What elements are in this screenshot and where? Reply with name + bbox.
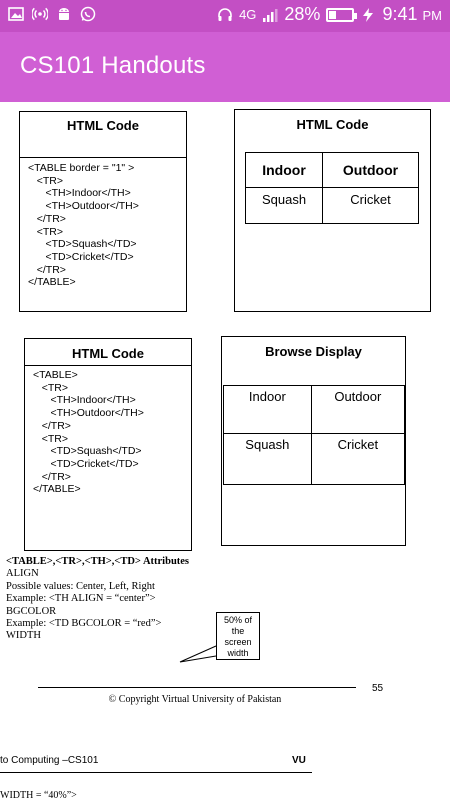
attribute-line: WIDTH xyxy=(6,630,41,642)
code-listing: <TABLE> <TR> <TH>Indoor</TH> <TH>Outdoor… xyxy=(33,369,144,496)
table-header-cell: Indoor xyxy=(245,152,323,188)
box-title: HTML Code xyxy=(296,117,369,132)
table-row: Squash Cricket xyxy=(245,187,419,224)
signal-icon xyxy=(263,8,278,22)
table-header-cell: Outdoor xyxy=(310,385,406,434)
html-code-box-plain: HTML Code <TABLE> <TR> <TH>Indoor</TH> <… xyxy=(24,338,192,551)
table-header-cell: Outdoor xyxy=(322,152,419,188)
table-cell: Cricket xyxy=(322,187,419,224)
page-number: 55 xyxy=(372,683,384,694)
html-code-box-bordered: HTML Code <TABLE border = "1" > <TR> <TH… xyxy=(19,111,187,312)
next-page-rule xyxy=(0,772,312,773)
divider xyxy=(20,157,186,158)
app-title: CS101 Handouts xyxy=(20,52,206,79)
clock: 9:41 PM xyxy=(382,4,442,25)
notification-icons xyxy=(8,6,96,22)
battery-fill xyxy=(329,10,337,19)
battery-icon xyxy=(326,7,358,22)
hotspot-icon xyxy=(32,7,48,21)
table-row: Indoor Outdoor xyxy=(245,152,419,188)
status-bar: 4G 28% 9:41 PM xyxy=(0,0,450,32)
attributes-section: <TABLE>,<TR>,<TH>,<TD> Attributes ALIGN … xyxy=(6,556,189,643)
clock-time: 9:41 xyxy=(382,4,418,24)
next-page-header: to Computing –CS101 xyxy=(0,755,99,766)
table-cell: Cricket xyxy=(310,433,406,485)
section-heading: <TABLE>,<TR>,<TH>,<TD> Attributes xyxy=(6,556,190,567)
image-icon xyxy=(8,7,24,21)
table-cell: Squash xyxy=(245,187,323,224)
footer-rule xyxy=(38,687,356,688)
box-title: Browse Display xyxy=(265,344,362,359)
attribute-line: Possible values: Center, Left, Right xyxy=(6,580,155,592)
html-output-box-bordered: HTML Code Indoor Outdoor Squash Cricket xyxy=(234,109,431,312)
charging-icon xyxy=(363,7,374,22)
copyright-notice: © Copyright Virtual University of Pakist… xyxy=(108,694,282,705)
table-cell: Squash xyxy=(223,433,312,485)
rendered-table-bordered: Indoor Outdoor Squash Cricket xyxy=(245,152,419,224)
document-page[interactable]: HTML Code <TABLE border = "1" > <TR> <TH… xyxy=(0,102,450,800)
code-listing: <TABLE border = "1" > <TR> <TH>Indoor</T… xyxy=(28,162,139,289)
next-page-text: WIDTH = “40%”> xyxy=(0,790,77,800)
callout-note: 50% of the screen width xyxy=(216,612,260,660)
attribute-line: ALIGN xyxy=(6,568,39,580)
callout-pointer xyxy=(179,645,217,663)
whatsapp-icon xyxy=(80,6,96,22)
network-type: 4G xyxy=(239,7,257,22)
table-header-cell: Indoor xyxy=(223,385,312,434)
table-row: Squash Cricket xyxy=(223,433,406,485)
box-title: HTML Code xyxy=(72,346,144,361)
next-page-vu: VU xyxy=(292,755,306,766)
battery-percent: 28% xyxy=(284,4,321,24)
android-icon xyxy=(59,8,69,20)
attribute-line: BGCOLOR xyxy=(6,605,57,617)
browse-display-box: Browse Display Indoor Outdoor Squash Cri… xyxy=(221,336,406,546)
system-status: 4G 28% 9:41 PM xyxy=(217,4,442,25)
clock-ampm: PM xyxy=(422,8,443,23)
box-title: HTML Code xyxy=(67,118,139,133)
attribute-line: Example: <TH ALIGN = “center”> xyxy=(6,593,156,605)
attribute-line: Example: <TD BGCOLOR = “red”> xyxy=(6,618,162,630)
rendered-table-plain: Indoor Outdoor Squash Cricket xyxy=(223,385,406,485)
headphones-icon xyxy=(218,7,232,21)
app-bar: CS101 Handouts xyxy=(0,32,450,102)
table-row: Indoor Outdoor xyxy=(223,385,406,434)
divider xyxy=(25,365,191,366)
